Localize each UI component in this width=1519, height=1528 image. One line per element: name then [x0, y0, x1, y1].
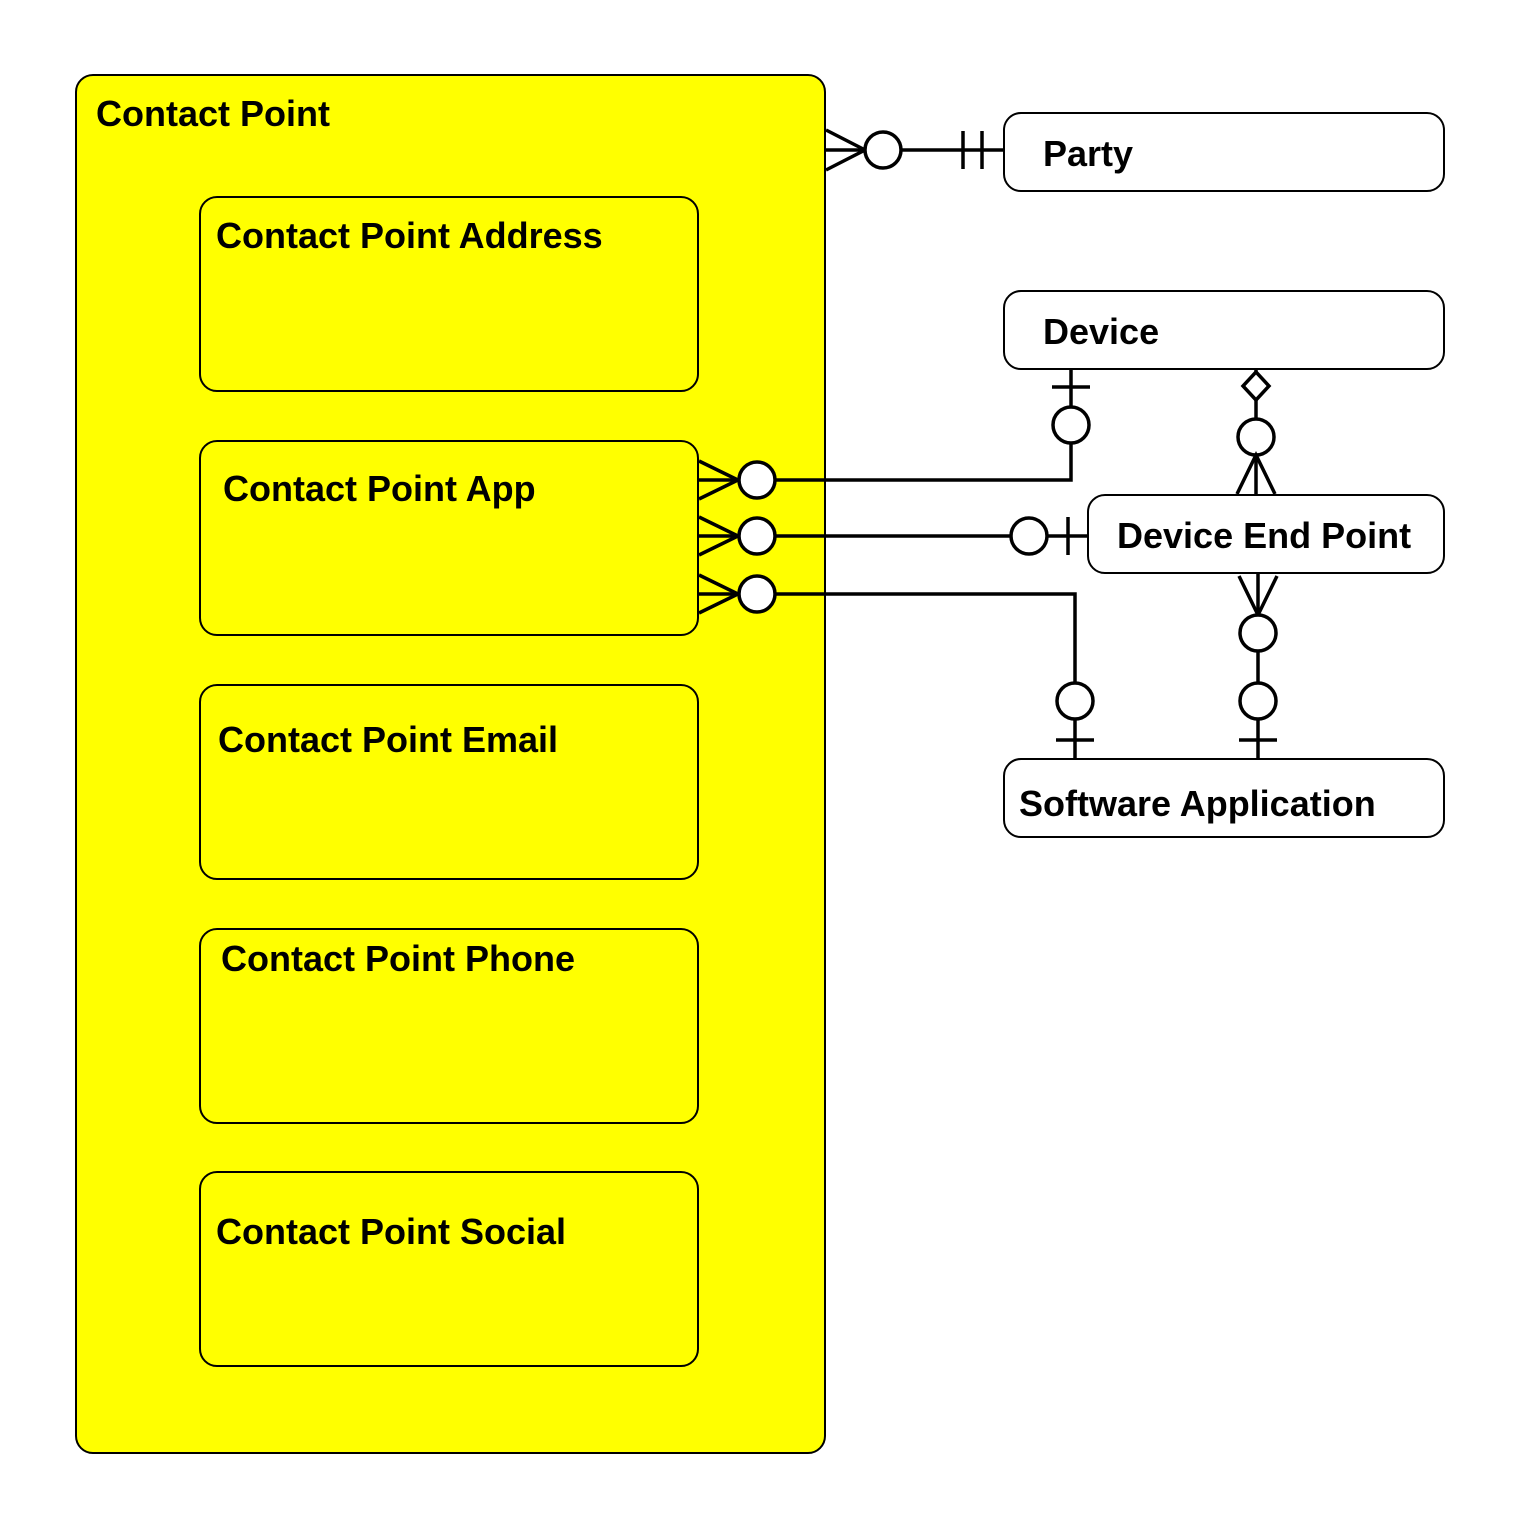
relation-device-device-end-point	[1235, 369, 1277, 495]
party-label: Party	[1043, 133, 1134, 174]
contact-point-address-label: Contact Point Address	[216, 215, 603, 256]
contact-point-app-label: Contact Point App	[223, 468, 536, 509]
party-box: Party	[1003, 112, 1445, 192]
contact-point-phone-box: Contact Point Phone	[199, 928, 699, 1124]
device-box: Device	[1003, 290, 1445, 370]
software-application-box: Software Application	[1003, 758, 1445, 838]
contact-point-address-box: Contact Point Address	[199, 196, 699, 392]
device-label: Device	[1043, 311, 1160, 352]
contact-point-email-box: Contact Point Email	[199, 684, 699, 880]
device-end-point-label: Device End Point	[1117, 515, 1412, 556]
relation-app-device	[698, 370, 1091, 501]
relation-contact-point-party	[825, 128, 1003, 172]
software-application-label: Software Application	[1019, 783, 1376, 824]
device-end-point-box: Device End Point	[1087, 494, 1445, 574]
relation-app-device-end-point	[698, 515, 1087, 557]
contact-point-app-box: Contact Point App	[199, 440, 699, 636]
contact-point-phone-label: Contact Point Phone	[221, 938, 575, 979]
contact-point-label: Contact Point	[96, 93, 330, 134]
contact-point-email-label: Contact Point Email	[218, 719, 559, 760]
contact-point-social-label: Contact Point Social	[216, 1211, 567, 1252]
contact-point-social-box: Contact Point Social	[199, 1171, 699, 1367]
relation-device-end-point-software-application	[1237, 574, 1279, 758]
relation-app-software-application	[698, 573, 1095, 758]
